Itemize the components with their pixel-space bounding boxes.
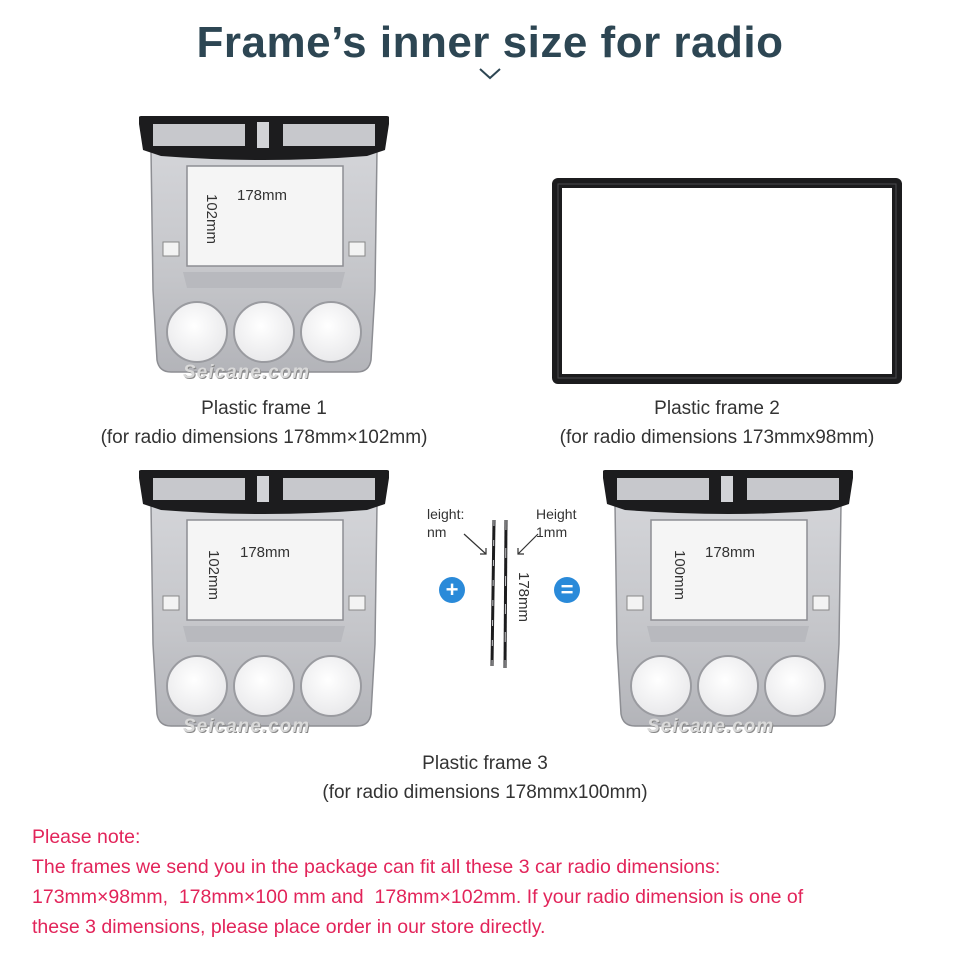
note-line-1: The frames we send you in the package ca… (32, 856, 721, 878)
frame-1-height-label: 102mm (203, 194, 220, 245)
frame-3-caption: Plastic frame 3 (for radio dimensions 17… (270, 749, 700, 807)
frame-3-right-height-label: 100mm (671, 550, 688, 601)
strip-left-arrow-icon (463, 533, 487, 555)
frame-3-dims: (for radio dimensions 178mmx100mm) (322, 782, 648, 803)
note-heading: Please note: (32, 826, 141, 848)
frame-3-name: Plastic frame 3 (422, 753, 548, 774)
frame-1-watermark: Seicane.com (183, 362, 311, 383)
frame-3-right-width-label: 178mm (705, 544, 756, 561)
spacer-strips-image (490, 519, 508, 669)
frame-2-caption: Plastic frame 2 (for radio dimensions 17… (515, 394, 919, 452)
equals-icon: = (554, 577, 580, 603)
frame-2-dims: (for radio dimensions 173mmx98mm) (559, 427, 875, 448)
plus-icon: + (439, 577, 465, 603)
frame-3-right-image (603, 464, 853, 734)
frame-3-left-watermark: Seicane.com (183, 716, 311, 737)
strip-right-label-2: 1mm (536, 524, 568, 540)
frame-2-image (552, 178, 902, 384)
frame-1-caption: Plastic frame 1 (for radio dimensions 17… (64, 394, 464, 452)
note-line-2: 173mm×98mm, 178mm×100 mm and 178mm×102mm… (32, 886, 804, 908)
frame-1-dims: (for radio dimensions 178mm×102mm) (100, 427, 428, 448)
chevron-down-icon (479, 68, 501, 80)
note-line-3: these 3 dimensions, please place order i… (32, 916, 546, 938)
frame-1-width-label: 178mm (237, 187, 288, 204)
frame-1-image (139, 110, 389, 380)
strip-right-arrow-icon (517, 533, 539, 555)
page-title: Frame’s inner size for radio (196, 18, 784, 67)
frame-3-left-height-label: 102mm (205, 550, 222, 601)
frame-3-left-width-label: 178mm (240, 544, 291, 561)
strip-right-label-1: Height (536, 506, 577, 522)
strip-left-label-2: nm (427, 524, 447, 540)
strip-left-label-1: leight: (427, 506, 465, 522)
frame-2-name: Plastic frame 2 (654, 398, 780, 419)
frame-1-name: Plastic frame 1 (201, 398, 327, 419)
frame-3-left-image (139, 464, 389, 734)
frame-3-right-watermark: Seicane.com (647, 716, 775, 737)
strip-length-label: 178mm (515, 572, 532, 623)
please-note: Please note: The frames we send you in t… (32, 822, 803, 942)
